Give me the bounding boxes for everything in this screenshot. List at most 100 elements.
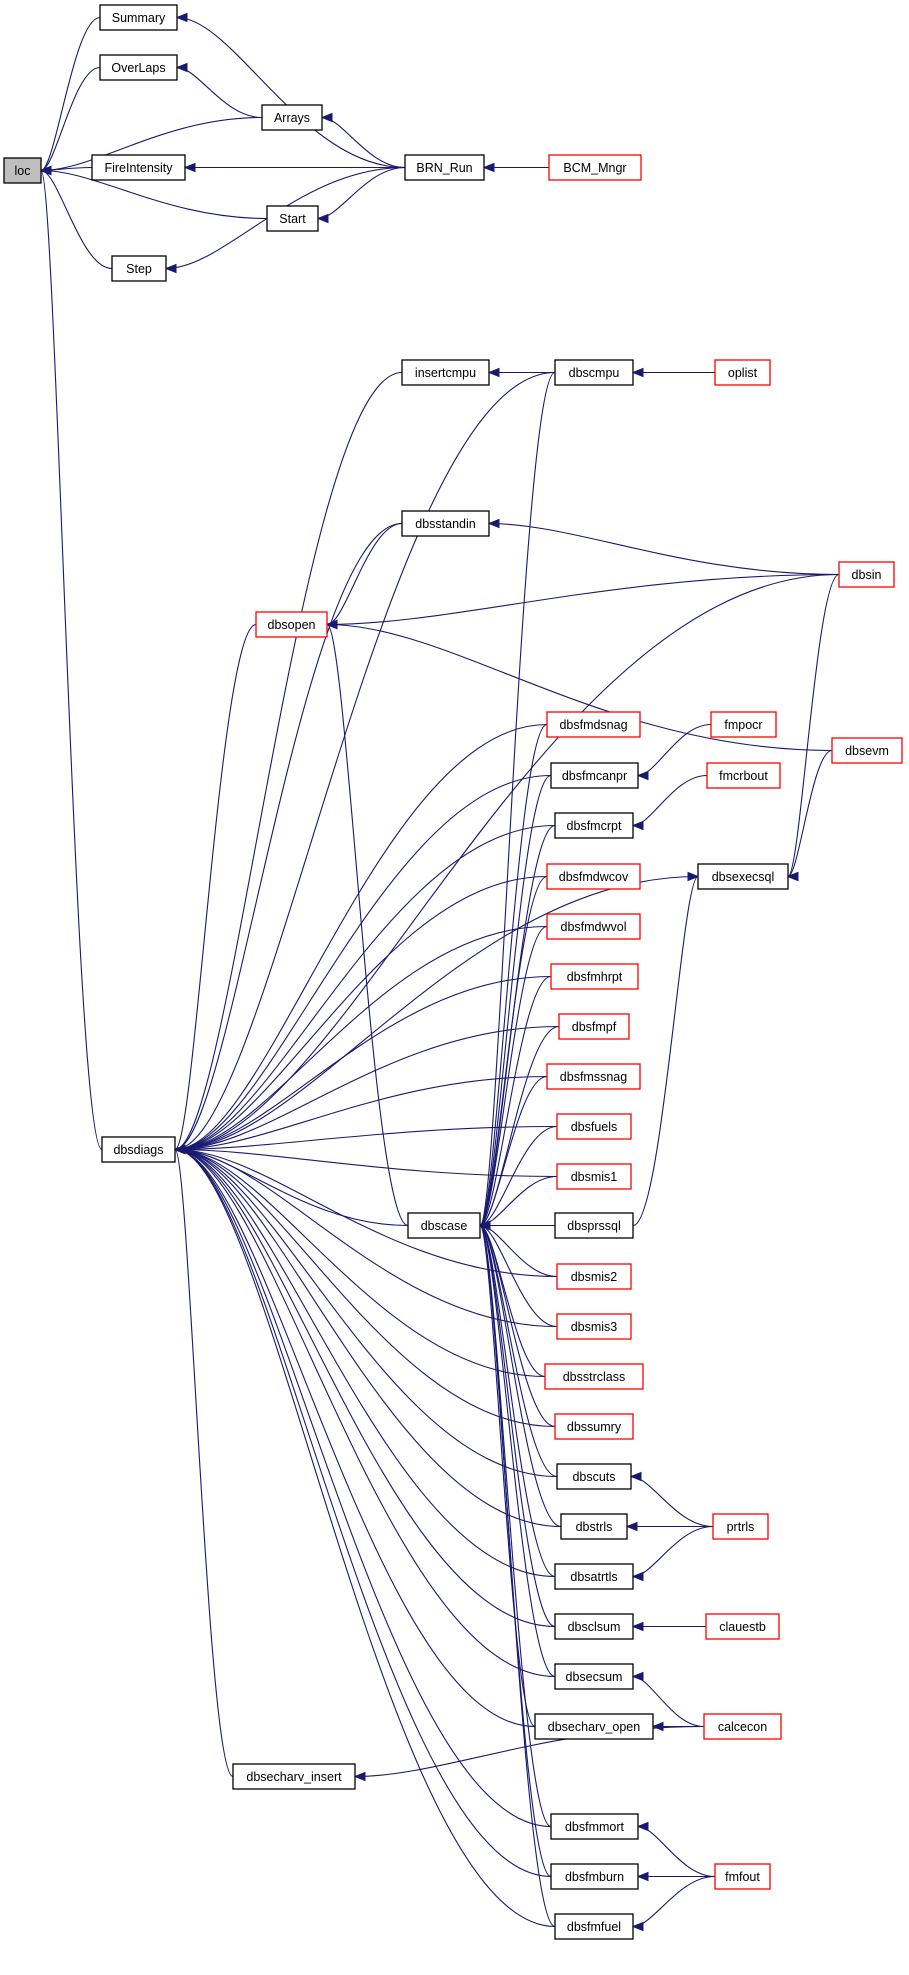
edge-line: [174, 1148, 562, 1528]
node-label: dbsmis2: [571, 1270, 618, 1284]
node-dbsprssql[interactable]: dbsprssql: [554, 1212, 634, 1239]
node-label: fmcrbout: [719, 769, 768, 783]
node-box: [714, 1863, 771, 1890]
node-dbsevm[interactable]: dbsevm: [831, 737, 903, 764]
node-dbsfmpf[interactable]: dbsfmpf: [558, 1013, 630, 1040]
node-label: dbsopen: [268, 618, 316, 632]
node-loc[interactable]: loc: [3, 157, 42, 184]
arrowhead: [631, 1671, 644, 1682]
node-label: dbsfmdwcov: [559, 870, 629, 884]
edge-line: [326, 522, 403, 626]
edge-dbsin-to-dbsopen: [325, 573, 840, 630]
arrowhead: [487, 367, 500, 378]
edge-line: [174, 522, 403, 1151]
node-box: [714, 359, 771, 386]
node-box: [232, 1763, 356, 1790]
node-label: dbscuts: [572, 1470, 615, 1484]
node-dbsfmdwcov[interactable]: dbsfmdwcov: [546, 863, 641, 890]
node-box: [554, 1663, 634, 1690]
node-dbsfmhrpt[interactable]: dbsfmhrpt: [550, 963, 639, 990]
edge-prtrls-to-dbsatrtls: [631, 1525, 714, 1582]
node-fmfout[interactable]: fmfout: [714, 1863, 771, 1890]
node-dbsstrclass[interactable]: dbsstrclass: [544, 1363, 644, 1390]
node-dbsfmssnag[interactable]: dbsfmssnag: [546, 1063, 641, 1090]
edge-line: [174, 1148, 546, 1378]
node-dbsfmfuel[interactable]: dbsfmfuel: [554, 1913, 634, 1940]
edge-line: [40, 116, 263, 172]
edge-line: [174, 875, 699, 1151]
node-dbsdiags[interactable]: dbsdiags: [101, 1136, 176, 1163]
node-dbsstandin[interactable]: dbsstandin: [401, 510, 490, 537]
edge-dbsin-to-dbsstandin: [487, 518, 840, 576]
node-dbsecsum[interactable]: dbsecsum: [554, 1663, 634, 1690]
node-box: [548, 154, 642, 181]
node-dbssumry[interactable]: dbssumry: [554, 1413, 634, 1440]
node-dbsfmdwvol[interactable]: dbsfmdwvol: [546, 913, 641, 940]
node-fmcrbout[interactable]: fmcrbout: [706, 762, 781, 789]
node-dbsmis3[interactable]: dbsmis3: [556, 1313, 632, 1340]
node-start[interactable]: Start: [266, 205, 319, 232]
edge-line: [174, 1148, 552, 1878]
node-dbsopen[interactable]: dbsopen: [255, 611, 328, 638]
node-dbsfmburn[interactable]: dbsfmburn: [550, 1863, 639, 1890]
node-summary[interactable]: Summary: [99, 4, 178, 31]
node-box: [554, 1613, 634, 1640]
node-insertcmpu[interactable]: insertcmpu: [401, 359, 490, 386]
edge-line: [174, 1148, 552, 1828]
node-clauestb[interactable]: clauestb: [705, 1613, 780, 1640]
node-bcm-mngr[interactable]: BCM_Mngr: [548, 154, 642, 181]
node-box: [697, 863, 789, 890]
node-box: [546, 711, 641, 738]
node-dbscmpu[interactable]: dbscmpu: [554, 359, 634, 386]
edge-dbsfmcanpr-to-dbscase: [478, 774, 552, 1231]
edge-line: [174, 1148, 234, 1778]
node-dbsmis2[interactable]: dbsmis2: [556, 1263, 632, 1290]
node-label: Step: [126, 262, 152, 276]
node-dbsfmcanpr[interactable]: dbsfmcanpr: [550, 762, 639, 789]
node-dbsecharv-insert[interactable]: dbsecharv_insert: [232, 1763, 356, 1790]
node-dbsfmcrpt[interactable]: dbsfmcrpt: [554, 812, 634, 839]
node-dbsfmmort[interactable]: dbsfmmort: [550, 1813, 639, 1840]
node-label: prtrls: [727, 1520, 755, 1534]
edge-line: [174, 1148, 558, 1478]
node-arrays[interactable]: Arrays: [261, 104, 323, 131]
node-dbstrls[interactable]: dbstrls: [560, 1513, 628, 1540]
node-label: OverLaps: [111, 61, 165, 75]
node-step[interactable]: Step: [111, 255, 167, 282]
node-prtrls[interactable]: prtrls: [712, 1513, 769, 1540]
node-box: [554, 1413, 634, 1440]
node-dbsfmdsnag[interactable]: dbsfmdsnag: [546, 711, 641, 738]
node-dbsmis1[interactable]: dbsmis1: [556, 1163, 632, 1190]
node-dbsatrtls[interactable]: dbsatrtls: [554, 1563, 634, 1590]
node-label: dbsfmcrpt: [567, 819, 622, 833]
edge-clauestb-to-dbsclsum: [631, 1621, 706, 1632]
node-overlaps[interactable]: OverLaps: [99, 54, 178, 81]
node-dbscuts[interactable]: dbscuts: [556, 1463, 632, 1490]
node-dbsin[interactable]: dbsin: [838, 561, 895, 588]
edge-dbsclsum-to-dbscase: [478, 1220, 556, 1628]
edge-line: [326, 573, 840, 626]
node-box: [404, 154, 485, 181]
node-label: dbsfmdwvol: [561, 920, 627, 934]
node-fmpocr[interactable]: fmpocr: [710, 711, 777, 738]
node-dbsexecsql[interactable]: dbsexecsql: [697, 863, 789, 890]
edge-dbsmis1-to-dbsdiags: [173, 1144, 558, 1178]
edge-line: [174, 1148, 556, 1678]
edge-dbsstandin-to-dbsopen: [325, 522, 403, 630]
node-oplist[interactable]: oplist: [714, 359, 771, 386]
node-brn-run[interactable]: BRN_Run: [404, 154, 485, 181]
node-box: [554, 359, 634, 386]
node-label: dbsstrclass: [563, 1370, 626, 1384]
node-dbsecharv-open[interactable]: dbsecharv_open: [534, 1713, 654, 1740]
edge-line: [174, 623, 257, 1151]
node-fireintensity[interactable]: FireIntensity: [91, 154, 186, 181]
edge-bcm-mngr-to-brn-run: [482, 162, 549, 173]
node-calcecon[interactable]: calcecon: [703, 1713, 782, 1740]
node-dbsfuels[interactable]: dbsfuels: [556, 1113, 632, 1140]
node-label: dbsclsum: [568, 1620, 621, 1634]
node-dbscase[interactable]: dbscase: [407, 1212, 481, 1239]
node-dbsclsum[interactable]: dbsclsum: [554, 1613, 634, 1640]
edge-line: [174, 1148, 556, 1428]
edge-line: [174, 1148, 556, 1628]
